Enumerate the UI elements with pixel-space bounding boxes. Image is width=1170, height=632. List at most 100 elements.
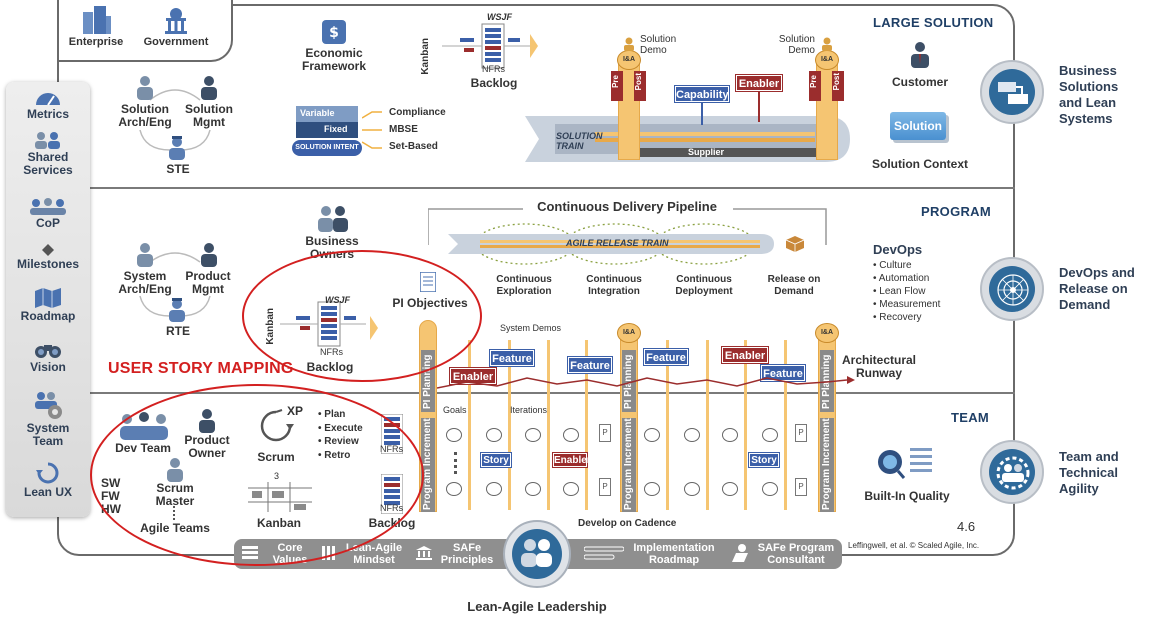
system-arch-label: System Arch/Eng: [118, 269, 172, 296]
solution-box[interactable]: Solution: [890, 112, 946, 140]
prog-ia-2: I&A: [617, 323, 641, 343]
systems-blocks-icon: [998, 82, 1028, 104]
business-solutions-label: Business Solutions and Lean Systems: [1059, 63, 1119, 126]
enterprise-tab[interactable]: Enterprise: [64, 6, 128, 49]
solution-intent-fixed: Fixed: [296, 122, 358, 138]
feature-pill[interactable]: Feature: [568, 357, 612, 373]
iteration-loop: [722, 482, 738, 496]
sidebar-item-metrics[interactable]: Metrics: [6, 90, 90, 121]
ls-enabler-pill[interactable]: Enabler: [736, 75, 782, 91]
iterations-label: Iterations: [510, 405, 548, 415]
develop-on-cadence-label: Develop on Cadence: [578, 518, 677, 529]
sidebar-item-lean-ux[interactable]: Lean UX: [6, 462, 90, 499]
devops-release-label: DevOps and Release on Demand: [1059, 265, 1135, 312]
government-tab[interactable]: Government: [140, 6, 212, 49]
sidebar-label-lean-ux: Lean UX: [23, 485, 72, 499]
sidebar-item-system-team[interactable]: System Team: [6, 390, 90, 448]
ls-person-demo-left-icon: [624, 37, 634, 51]
iteration-loop: [644, 482, 660, 496]
map-icon: [35, 288, 61, 308]
solution-arch-person-icon: [137, 76, 153, 100]
annotation-ring-agile-teams: [90, 384, 424, 566]
sidebar-label-cop: CoP: [36, 216, 60, 230]
devops-item: • Recovery: [873, 312, 922, 323]
feature-pill[interactable]: Feature: [761, 365, 805, 381]
government-label: Government: [143, 36, 209, 48]
system-demos-label: System Demos: [500, 323, 562, 333]
solution-intent-box: Variable Fixed SOLUTION INTENT: [292, 106, 362, 158]
leadership-inner: [512, 529, 562, 579]
built-in-quality-label: Built-In Quality: [864, 489, 950, 503]
business-owners-icon: [318, 206, 348, 232]
rte-label: RTE: [166, 324, 190, 338]
ls-ia-right: I&A: [815, 50, 839, 70]
story-pill[interactable]: Story: [481, 453, 511, 467]
sidebar-item-vision[interactable]: Vision: [6, 341, 90, 374]
solution-arch-label: Solution Arch/Eng: [118, 102, 172, 129]
prog-enabler-pill[interactable]: Enabler: [722, 347, 768, 363]
product-mgmt-person-icon: [201, 243, 217, 267]
iteration-loop: [525, 428, 541, 442]
sidebar-item-roadmap[interactable]: Roadmap: [6, 288, 90, 323]
iteration-bar: [666, 340, 669, 510]
business-solutions-badge[interactable]: [980, 60, 1044, 124]
team-agility-badge[interactable]: [980, 440, 1044, 504]
rte-person-icon: [169, 298, 185, 322]
customer-person-icon: [911, 42, 929, 68]
iteration-bar: [744, 340, 747, 510]
safe-principles-item[interactable]: SAFe Principles: [440, 542, 494, 566]
intent-mbse: MBSE: [389, 124, 418, 135]
diamond-icon: [42, 244, 54, 256]
devops-item: • Lean Flow: [873, 286, 926, 297]
capability-pill[interactable]: Capability: [675, 86, 729, 102]
sidebar-item-cop[interactable]: CoP: [6, 197, 90, 230]
teams-ellipsis-dots: [454, 452, 457, 474]
sidebar-item-milestones[interactable]: Milestones: [6, 244, 90, 271]
feature-pill[interactable]: Feature: [490, 350, 534, 366]
sidebar-label-roadmap: Roadmap: [20, 309, 76, 323]
cdp-stage-exploration: Continuous Exploration: [496, 274, 552, 297]
community-icon: [30, 198, 66, 215]
sidebar-item-shared-services[interactable]: Shared Services: [6, 131, 90, 177]
version-label: 4.6: [957, 519, 976, 534]
cdp-stage-release: Release on Demand: [767, 274, 821, 297]
devops-list: • Culture • Automation • Lean Flow • Mea…: [873, 259, 940, 324]
feature-pill[interactable]: Feature: [644, 349, 688, 365]
ste-person-icon: [169, 136, 185, 160]
devops-item: • Measurement: [873, 299, 941, 310]
economic-framework-label: Economic Framework: [301, 46, 367, 73]
iteration-bar: [706, 340, 709, 510]
intent-bracket-lines: [362, 111, 382, 149]
iteration-loop: [486, 428, 502, 442]
iteration-loop: [644, 428, 660, 442]
ls-person-demo-right-icon: [822, 37, 832, 51]
team-technical-agility-label: Team and Technical Agility: [1059, 449, 1119, 496]
iteration-bar: [585, 340, 588, 510]
large-solution-divider: [57, 187, 1015, 189]
spc-item[interactable]: SAFe Program Consultant: [757, 542, 835, 566]
ls-backlog-icon[interactable]: [442, 14, 542, 78]
iteration-loop: [762, 482, 778, 496]
government-building-icon: [165, 8, 187, 34]
economic-framework-icon: $: [322, 20, 346, 44]
intent-set-based: Set-Based: [389, 141, 438, 152]
implementation-roadmap-item[interactable]: Implementation Roadmap: [633, 542, 715, 566]
ip-iteration-box: P: [599, 424, 611, 442]
svg-text:$: $: [329, 25, 339, 41]
roadmap-track-icon: [584, 546, 624, 560]
sidebar-label-metrics: Metrics: [26, 107, 70, 121]
devops-item: • Culture: [873, 260, 912, 271]
sidebar-label-vision: Vision: [30, 360, 66, 374]
ls-enabler-stem: [758, 92, 760, 122]
devops-badge[interactable]: [980, 257, 1044, 321]
ste-label: STE: [166, 162, 190, 176]
ls-pre-right: Pre: [809, 71, 821, 101]
story-pill[interactable]: Story: [749, 453, 779, 467]
solution-intent-variable: Variable: [296, 106, 358, 122]
customer-label: Customer: [891, 75, 948, 89]
iteration-loop: [684, 428, 700, 442]
ip-iteration-box: P: [795, 478, 807, 496]
team-enabler-pill[interactable]: Enabler: [553, 453, 591, 467]
leadership-circle[interactable]: [503, 520, 571, 588]
team-divider: [57, 392, 1015, 394]
